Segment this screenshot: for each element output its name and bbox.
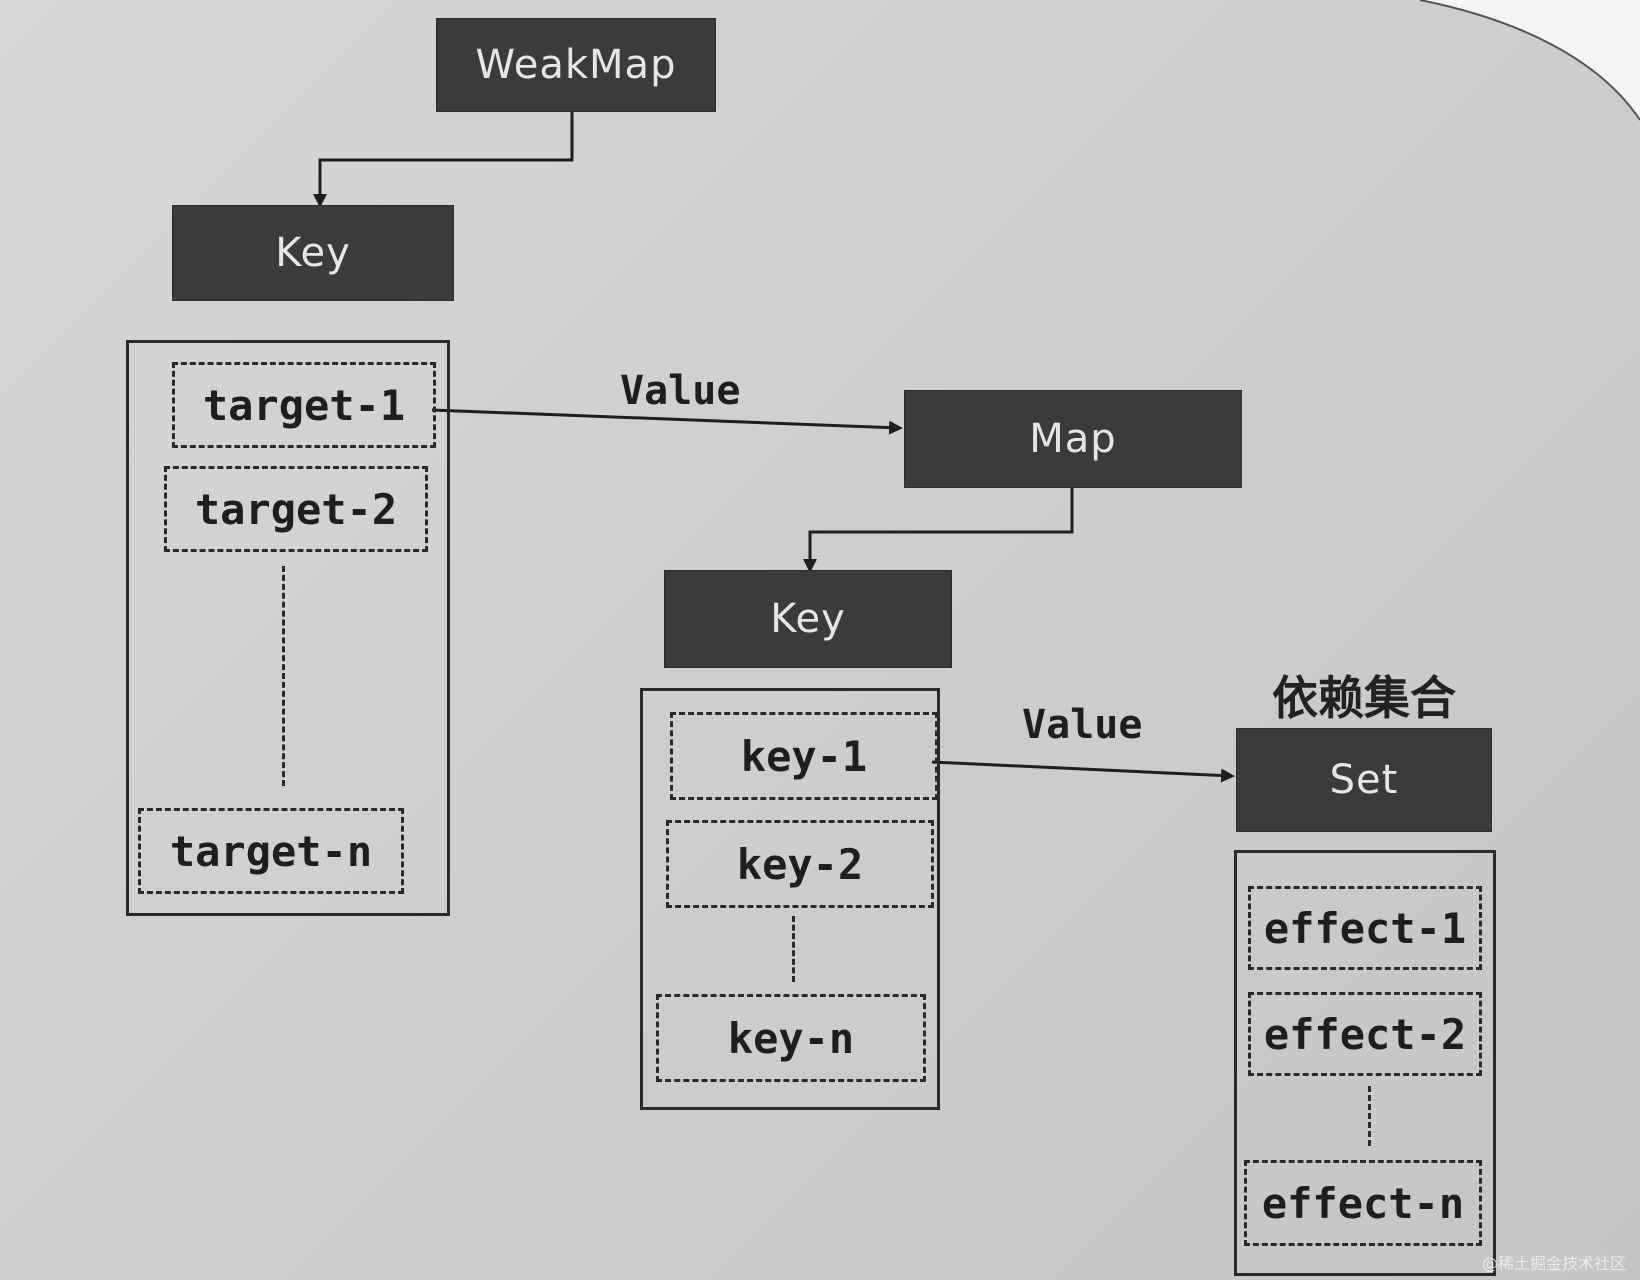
map-header: Map	[904, 390, 1242, 488]
set-effect-item-1: effect-1	[1248, 886, 1482, 970]
weakmap-target-item-2: target-2	[164, 466, 428, 552]
weakmap-target-item-n: target-n	[138, 808, 404, 894]
map-ellipsis-line	[792, 916, 795, 982]
set-header: Set	[1236, 728, 1492, 832]
value-label-2: Value	[1022, 702, 1143, 748]
map-key-item-1: key-1	[670, 712, 938, 800]
map-key-container	[640, 688, 940, 1110]
map-key-header: Key	[664, 570, 952, 668]
set-effect-container	[1234, 850, 1496, 1276]
weakmap-to-key-connector	[313, 112, 574, 208]
page-curl	[1419, 0, 1640, 121]
watermark: @稀土掘金技术社区	[1481, 1254, 1626, 1273]
weakmap-target-item-1: target-1	[172, 362, 436, 448]
set-effect-item-2: effect-2	[1248, 992, 1482, 1076]
map-to-key-connector	[803, 488, 1074, 573]
weakmap-header: WeakMap	[436, 18, 716, 112]
target-to-map-arrow	[431, 408, 903, 435]
weakmap-ellipsis-line	[282, 566, 285, 786]
dependency-set-caption: 依赖集合	[1272, 671, 1456, 725]
set-effect-item-n: effect-n	[1244, 1160, 1482, 1246]
weakmap-key-header: Key	[172, 205, 454, 301]
weakmap-target-container	[126, 340, 450, 916]
key-to-set-arrow	[931, 760, 1235, 783]
map-key-item-n: key-n	[656, 994, 926, 1082]
map-key-item-2: key-2	[666, 820, 934, 908]
value-label-1: Value	[620, 368, 741, 414]
set-ellipsis-line	[1368, 1086, 1371, 1146]
